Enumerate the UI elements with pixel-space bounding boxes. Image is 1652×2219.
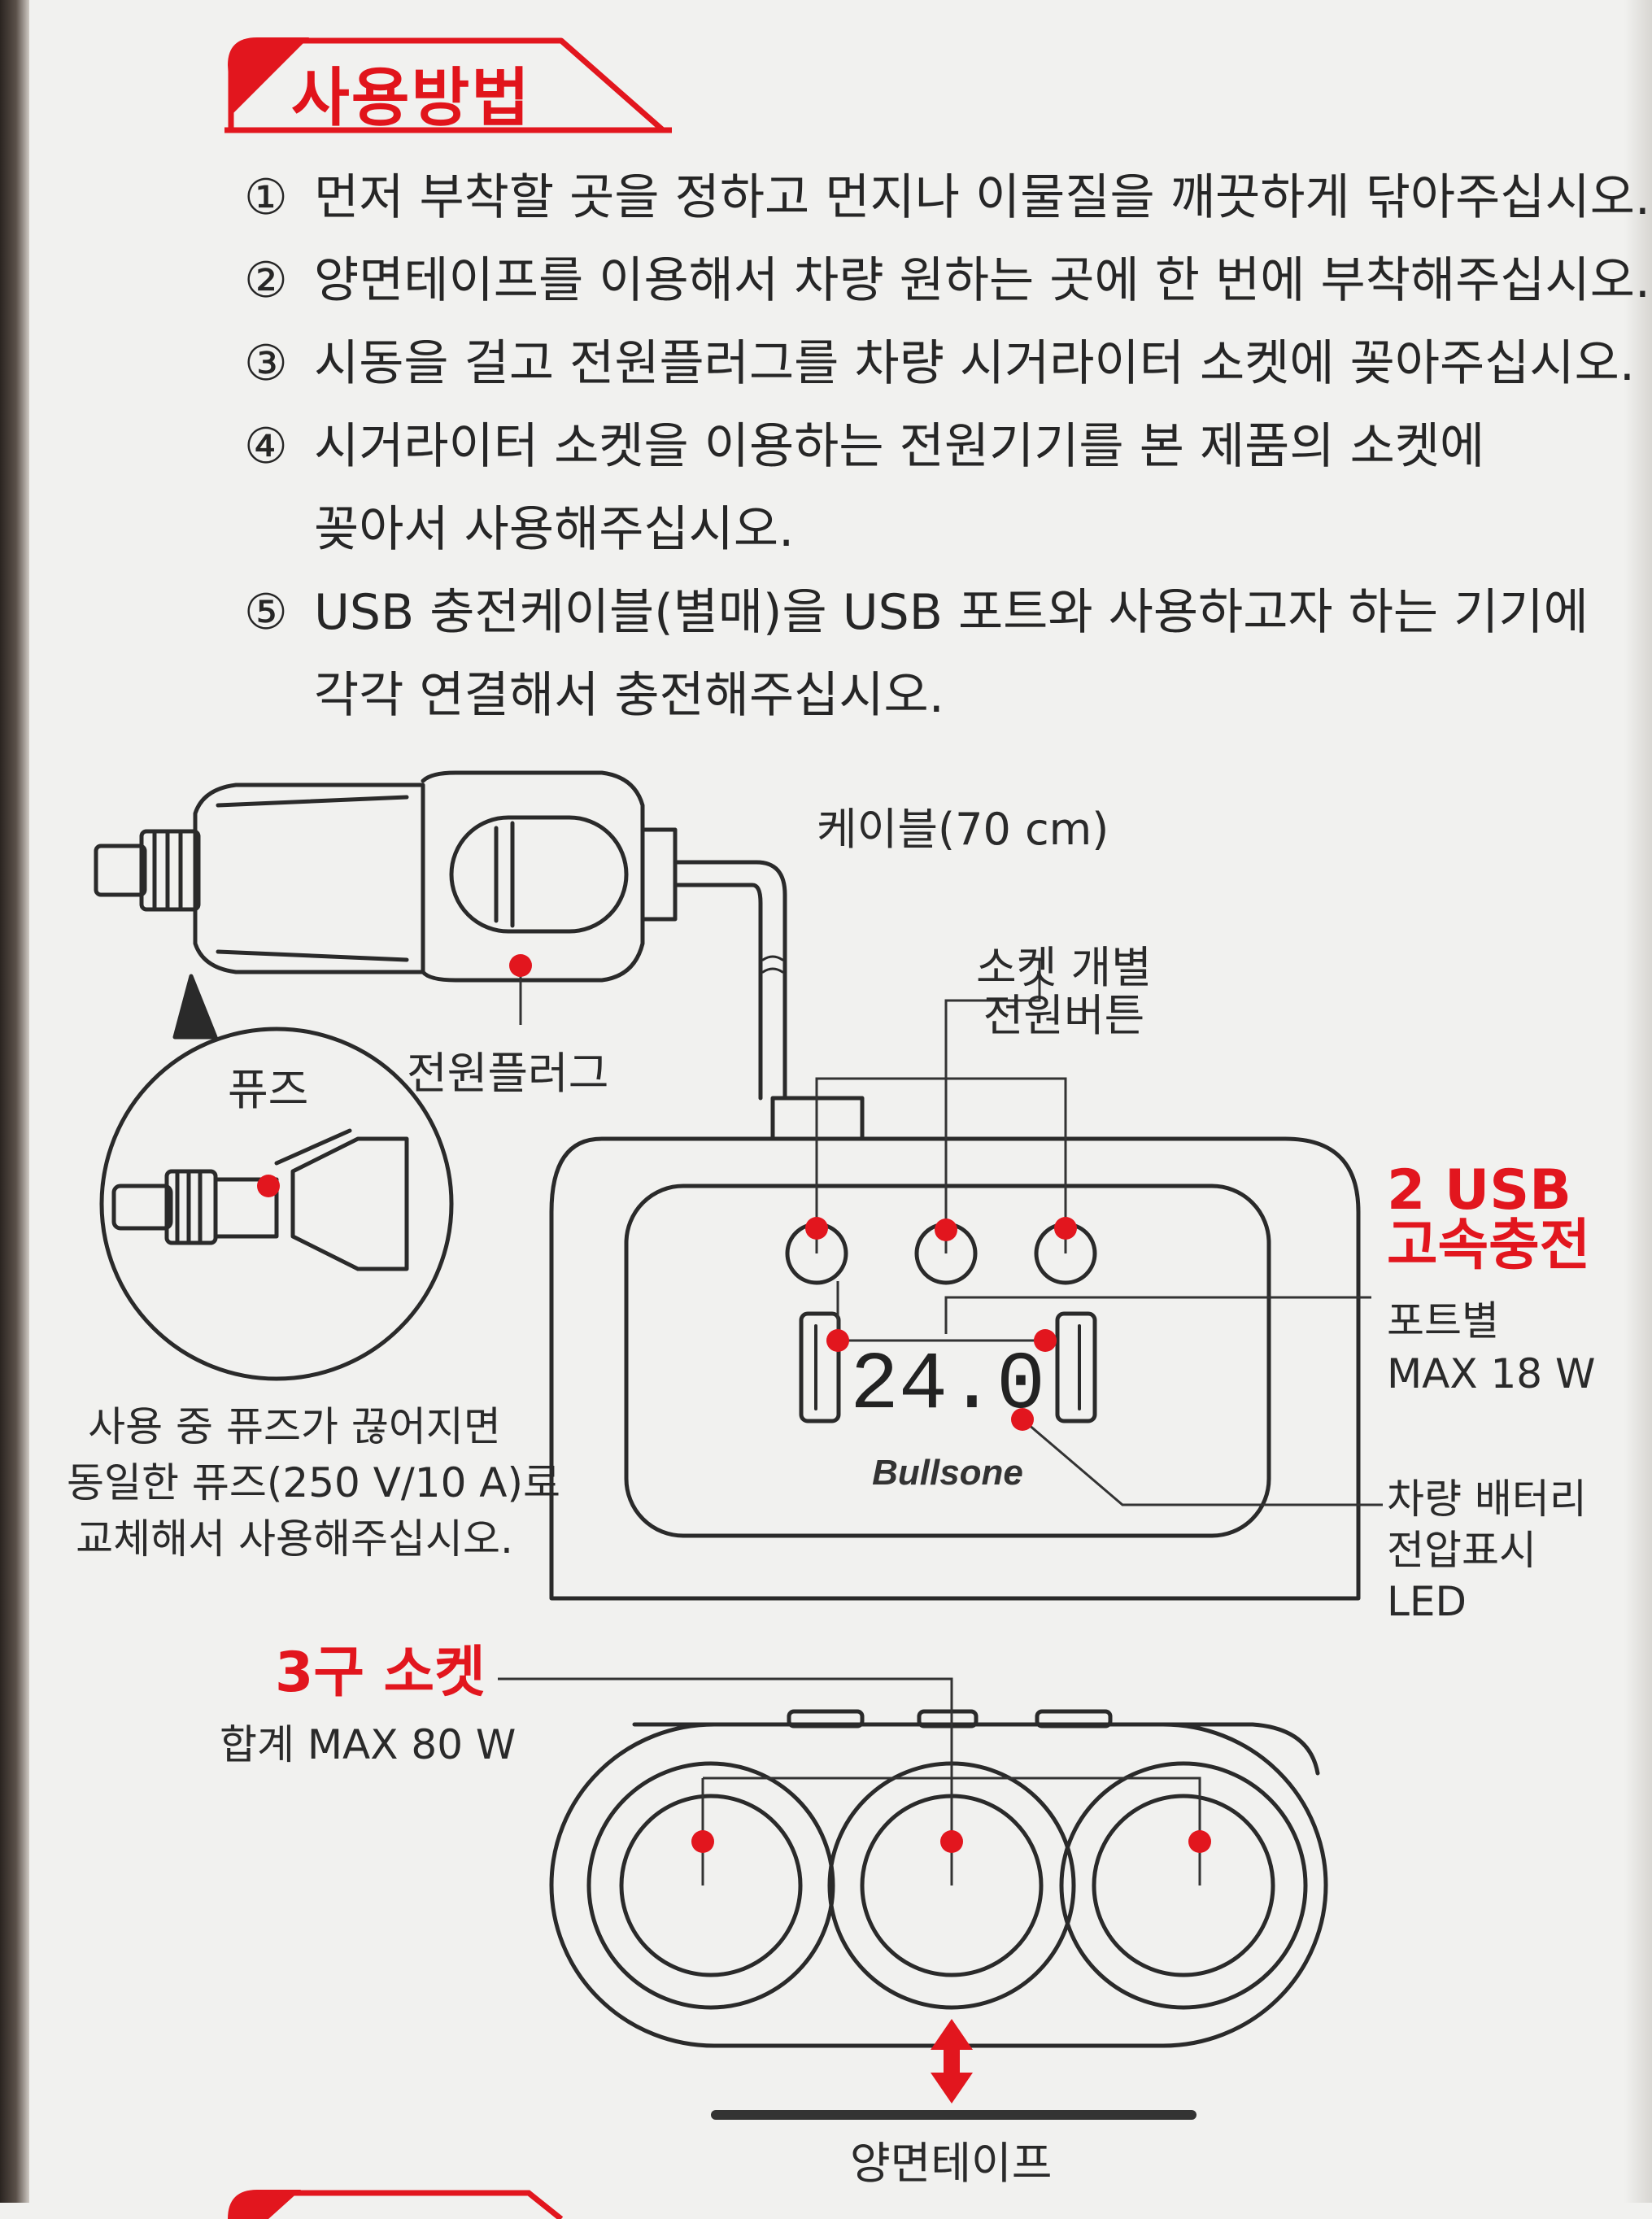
section-title: 사용방법: [291, 62, 532, 135]
next-section-banner: [228, 2190, 564, 2219]
instruction-step-2: ② 양면테이프를 이용해서 차량 원하는 곳에 한 번에 부착해주십시오.: [244, 239, 1650, 322]
step-text: USB 충전케이블(별매)을 USB 포트와 사용하고자 하는 기기에: [314, 584, 1589, 641]
voltage-led-label: 차량 배터리 전압표시 LED: [1387, 1474, 1587, 1628]
marker-switch-1: [805, 1217, 828, 1240]
fuse-note-line-1: 사용 중 퓨즈가 끊어지면: [88, 1403, 501, 1450]
cable: [673, 860, 787, 1101]
attach-arrow: [931, 2019, 973, 2103]
marker-plug: [509, 954, 532, 977]
accessory-socket-3: [1059, 1761, 1308, 2010]
package-edge-shadow: [0, 0, 29, 2203]
tape-label: 양면테이프: [850, 2138, 1053, 2189]
marker-socket-2: [940, 1830, 963, 1853]
socket-switch-1: [785, 1222, 848, 1285]
usb-port-right: [1055, 1311, 1097, 1423]
socket-switch-2: [914, 1222, 978, 1285]
step-text: 먼저 부착할 곳을 정하고 먼지나 이물질을 깨끗하게 닦아주십시오.: [314, 169, 1650, 226]
package-edge-right: [1624, 0, 1652, 2203]
step-number: ⑤: [244, 584, 288, 641]
fuse-note-line-2: 동일한 퓨즈(250 V/10 A)로: [67, 1459, 561, 1506]
socket-switch-label: 소켓 개별 전원버튼: [976, 944, 1152, 1040]
section-title-banner: 사용방법: [220, 34, 675, 138]
cable-label: 케이블(70 cm): [817, 804, 1109, 855]
marker-fuse: [257, 1175, 280, 1197]
step-number: ①: [244, 169, 288, 226]
usb-heading-line-1: 2 USB: [1387, 1158, 1572, 1223]
fuse-note-line-3: 교체해서 사용해주십시오.: [76, 1515, 513, 1563]
step-text: 시동을 걸고 전원플러그를 차량 시거라이터 소켓에 꽂아주십시오.: [314, 335, 1635, 392]
step-number: ④: [244, 418, 288, 475]
socket-spec: 합계 MAX 80 W: [220, 1721, 517, 1768]
usb-heading: 2 USB 고속충전: [1387, 1163, 1590, 1274]
step-number: ②: [244, 252, 288, 309]
accessory-socket-1: [586, 1761, 835, 2010]
marker-switch-3: [1054, 1217, 1077, 1240]
instruction-step-1: ① 먼저 부착할 곳을 정하고 먼지나 이물질을 깨끗하게 닦아주십시오.: [244, 156, 1650, 239]
title-banner-shape: [224, 37, 672, 133]
voltage-label-line-1: 차량 배터리: [1387, 1476, 1587, 1523]
instruction-step-5: ⑤ USB 충전케이블(별매)을 USB 포트와 사용하고자 하는 기기에 각각 …: [244, 571, 1589, 737]
switch-label-line-2: 전원버튼: [983, 990, 1145, 1042]
fuse-label: 퓨즈: [228, 1064, 309, 1115]
inset-pointer: [172, 974, 218, 1040]
marker-socket-3: [1188, 1830, 1211, 1853]
voltage-display: 24.0: [850, 1341, 1045, 1432]
fuse-note: 사용 중 퓨즈가 끊어지면 동일한 퓨즈(250 V/10 A)로 교체해서 사…: [67, 1399, 561, 1567]
instruction-step-3: ③ 시동을 걸고 전원플러그를 차량 시거라이터 소켓에 꽂아주십시오.: [244, 322, 1635, 405]
marker-switch-2: [935, 1218, 957, 1241]
socket-switch-3: [1034, 1222, 1097, 1285]
marker-display: [1011, 1408, 1034, 1431]
accessory-socket-2: [827, 1761, 1076, 2010]
instruction-list: ① 먼저 부착할 곳을 정하고 먼지나 이물질을 깨끗하게 닦아주십시오. ② 양면…: [244, 156, 1650, 737]
usb-port-left: [799, 1311, 841, 1423]
plug-tip: [94, 829, 201, 912]
plug-label: 전원플러그: [407, 1048, 609, 1099]
step-text: 시거라이터 소켓을 이용하는 전원기기를 본 제품의 소켓에: [314, 418, 1485, 475]
usb-spec-line-2: MAX 18 W: [1387, 1350, 1596, 1397]
brand-logo: Bullsone: [872, 1453, 1023, 1493]
step-text: 양면테이프를 이용해서 차량 원하는 곳에 한 번에 부착해주십시오.: [314, 252, 1650, 309]
step-number: ③: [244, 335, 288, 392]
step-text-continued: 각각 연결해서 충전해주십시오.: [314, 667, 944, 724]
marker-socket-1: [691, 1830, 714, 1853]
voltage-label-line-3: LED: [1387, 1578, 1467, 1625]
socket-unit-body: [549, 1709, 1328, 2048]
power-plug: [193, 770, 678, 983]
usb-spec-line-1: 포트별: [1387, 1297, 1499, 1345]
socket-heading: 3구 소켓: [275, 1641, 486, 1705]
switch-label-line-1: 소켓 개별: [976, 942, 1152, 993]
instruction-step-4: ④ 시거라이터 소켓을 이용하는 전원기기를 본 제품의 소켓에 꽂아서 사용해주…: [244, 405, 1578, 571]
main-unit-body: [549, 1096, 1361, 1601]
usb-spec: 포트별 MAX 18 W: [1387, 1295, 1595, 1401]
marker-usb-left: [826, 1329, 849, 1352]
usb-heading-line-2: 고속충전: [1387, 1214, 1591, 1278]
step-text-continued: 꽂아서 사용해주십시오.: [314, 501, 795, 558]
marker-usb-right: [1034, 1329, 1057, 1352]
voltage-label-line-2: 전압표시: [1387, 1527, 1536, 1574]
